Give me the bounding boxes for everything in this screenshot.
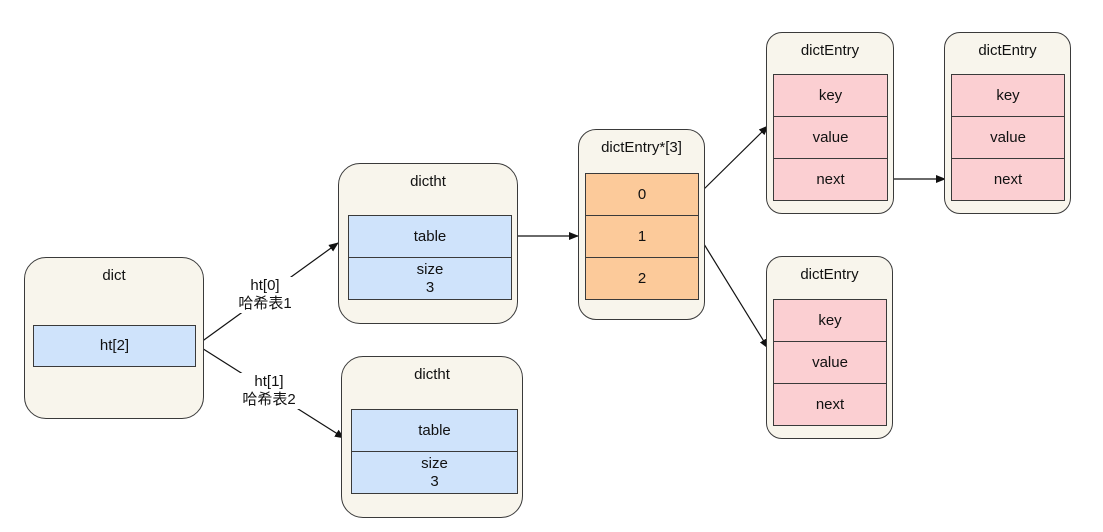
dict-ht-field: ht[2] — [33, 325, 196, 367]
edge-label-ht1: ht[1] 哈希表2 — [236, 373, 302, 409]
dict-entry-c-key: key — [773, 299, 887, 342]
dictht-top-table-cell: table — [348, 215, 512, 258]
dictht-bottom-size-label: size — [421, 454, 448, 472]
edge-label-ht0: ht[0] 哈希表1 — [232, 277, 298, 313]
edge-label-ht1-line2: 哈希表2 — [242, 391, 296, 408]
dict-entry-b-key: key — [951, 74, 1065, 117]
arrow-slot1-to-entry-c — [698, 235, 769, 349]
dictht-bottom-title: dictht — [414, 366, 450, 383]
entry-array-slot-1: 1 — [585, 215, 699, 258]
arrow-slot0-to-entry-a — [698, 125, 769, 195]
dictht-bottom-size-cell: size 3 — [351, 451, 518, 494]
dict-entry-c-value: value — [773, 341, 887, 384]
edge-label-ht0-line1: ht[0] — [250, 277, 280, 294]
dict-entry-c-next: next — [773, 383, 887, 426]
dictht-top-size-value: 3 — [425, 278, 435, 296]
dictht-top-size-label: size — [416, 260, 444, 278]
entry-array-title: dictEntry*[3] — [601, 139, 682, 156]
entry-array-slot-2: 2 — [585, 257, 699, 300]
dict-entry-a-next: next — [773, 158, 888, 201]
edge-label-ht0-line2: 哈希表1 — [238, 295, 292, 312]
dict-entry-a-title: dictEntry — [800, 42, 860, 59]
entry-array-container: dictEntry*[3] 0 1 2 — [578, 129, 705, 320]
dictht-top-title: dictht — [410, 173, 446, 190]
dict-entry-c-container: dictEntry key value next — [766, 256, 893, 439]
dict-entry-a-container: dictEntry key value next — [766, 32, 894, 214]
dict-entry-b-next: next — [951, 158, 1065, 201]
dict-container: dict ht[2] — [24, 257, 204, 419]
edge-label-ht1-line1: ht[1] — [254, 373, 284, 390]
dict-entry-c-title: dictEntry — [800, 266, 859, 283]
dictht-top-size-cell: size 3 — [348, 257, 512, 300]
dict-title: dict — [102, 267, 126, 284]
dict-entry-b-container: dictEntry key value next — [944, 32, 1071, 214]
dictht-bottom-size-value: 3 — [430, 472, 439, 490]
dictht-bottom-table-cell: table — [351, 409, 518, 452]
dictht-bottom-container: dictht table size 3 — [341, 356, 523, 518]
dict-entry-b-title: dictEntry — [978, 42, 1037, 59]
dict-entry-a-value: value — [773, 116, 888, 159]
dict-entry-b-value: value — [951, 116, 1065, 159]
dict-entry-a-key: key — [773, 74, 888, 117]
entry-array-slot-0: 0 — [585, 173, 699, 216]
dictht-top-container: dictht table size 3 — [338, 163, 518, 324]
